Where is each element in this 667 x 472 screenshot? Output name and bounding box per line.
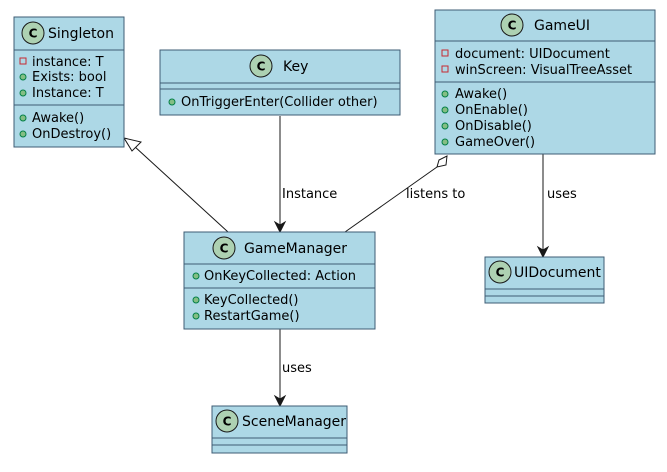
svg-text:C: C bbox=[220, 242, 229, 256]
public-marker bbox=[441, 122, 449, 130]
method: RestartGame() bbox=[204, 309, 300, 324]
class-singleton[interactable]: C Singleton instance: T Exists: bool Ins… bbox=[13, 16, 125, 148]
class-icon: C bbox=[212, 236, 236, 260]
field: OnKeyCollected: Action bbox=[204, 269, 356, 284]
public-marker bbox=[19, 130, 27, 138]
method: OnEnable() bbox=[455, 103, 528, 118]
public-marker bbox=[19, 114, 27, 122]
aggregation-diamond bbox=[436, 155, 448, 168]
class-name: GameUI bbox=[534, 18, 590, 34]
method: OnTriggerEnter(Collider other) bbox=[181, 95, 378, 110]
relation-label-uses: uses bbox=[547, 187, 577, 202]
relation-key-to-gamemanager: Instance bbox=[273, 116, 337, 234]
relation-gamemanager-to-scenemanager: uses bbox=[273, 329, 312, 408]
public-marker bbox=[19, 73, 27, 81]
private-marker bbox=[441, 65, 449, 73]
svg-text:C: C bbox=[496, 266, 505, 280]
class-name: SceneManager bbox=[242, 414, 346, 430]
class-icon: C bbox=[488, 260, 512, 284]
inheritance-arrowhead bbox=[122, 137, 142, 152]
class-icon: C bbox=[500, 13, 524, 37]
class-name: Key bbox=[283, 59, 308, 75]
method: Awake() bbox=[32, 111, 84, 126]
class-gameui[interactable]: C GameUI document: UIDocument winScreen:… bbox=[434, 9, 656, 155]
public-marker bbox=[441, 106, 449, 114]
class-gamemanager[interactable]: C GameManager OnKeyCollected: Action Key… bbox=[183, 231, 376, 330]
field: Exists: bool bbox=[32, 70, 106, 85]
field: Instance: T bbox=[32, 86, 104, 101]
field: document: UIDocument bbox=[455, 47, 610, 62]
arrowhead bbox=[273, 220, 287, 234]
arrowhead bbox=[273, 394, 287, 408]
method: GameOver() bbox=[455, 135, 535, 150]
svg-text:C: C bbox=[29, 27, 38, 41]
svg-text:C: C bbox=[223, 415, 232, 429]
method: KeyCollected() bbox=[204, 293, 298, 308]
method: OnDisable() bbox=[455, 119, 532, 134]
relation-label-listens-to: listens to bbox=[406, 187, 465, 202]
class-uidocument[interactable]: C UIDocument bbox=[484, 256, 605, 304]
public-marker bbox=[192, 272, 200, 280]
class-icon: C bbox=[249, 54, 273, 78]
public-marker bbox=[441, 90, 449, 98]
private-marker bbox=[441, 49, 449, 57]
method: OnDestroy() bbox=[32, 127, 111, 142]
relation-label-instance: Instance bbox=[282, 187, 337, 202]
relation-label-uses: uses bbox=[282, 361, 312, 376]
class-key[interactable]: C Key OnTriggerEnter(Collider other) bbox=[159, 49, 401, 116]
public-marker bbox=[441, 138, 449, 146]
arrowhead bbox=[536, 245, 550, 259]
public-marker bbox=[168, 98, 176, 106]
private-marker bbox=[19, 57, 27, 65]
class-scenemanager[interactable]: C SceneManager bbox=[211, 405, 348, 454]
relation-singleton-inheritance bbox=[122, 137, 229, 233]
field: winScreen: VisualTreeAsset bbox=[455, 63, 632, 78]
relation-gameui-to-gamemanager: listens to bbox=[344, 155, 465, 233]
public-marker bbox=[19, 89, 27, 97]
public-marker bbox=[192, 312, 200, 320]
class-name: UIDocument bbox=[514, 265, 601, 281]
class-name: Singleton bbox=[48, 26, 114, 42]
relation-gameui-to-uidocument: uses bbox=[536, 154, 577, 259]
svg-text:C: C bbox=[257, 60, 266, 74]
svg-text:C: C bbox=[508, 19, 517, 33]
class-icon: C bbox=[21, 21, 45, 45]
public-marker bbox=[192, 296, 200, 304]
class-name: GameManager bbox=[244, 241, 347, 257]
field: instance: T bbox=[32, 55, 104, 70]
method: Awake() bbox=[455, 87, 507, 102]
class-icon: C bbox=[215, 409, 239, 433]
